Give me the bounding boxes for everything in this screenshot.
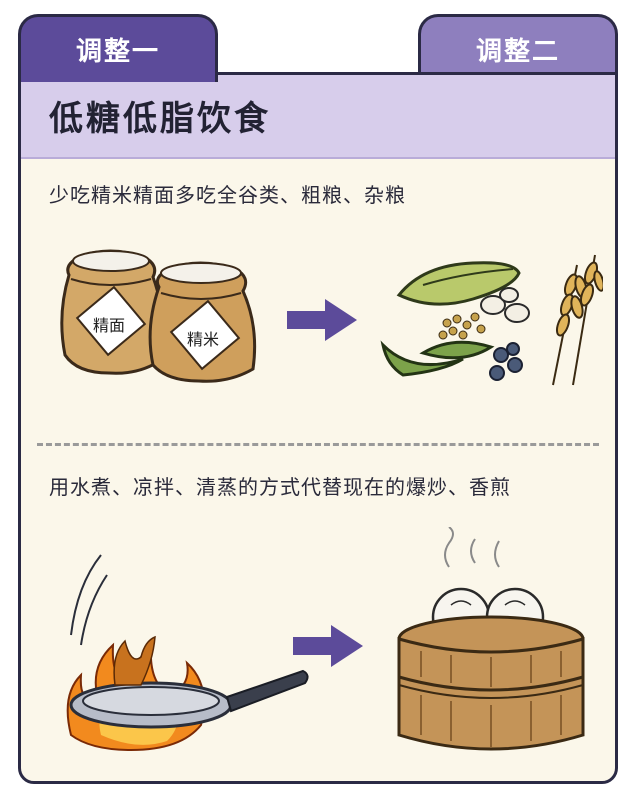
tab-label: 调整二	[475, 37, 560, 67]
tip-text: 用水煮、凉拌、清蒸的方式代替现在的爆炒、香煎	[49, 475, 511, 499]
content-card: 低糖低脂饮食 少吃精米精面多吃全谷类、粗粮、杂粮 精面 精米	[18, 72, 618, 784]
sack-label: 精米	[187, 330, 219, 349]
page-title: 低糖低脂饮食	[49, 99, 271, 139]
arrow-right-icon	[287, 299, 357, 341]
arrow-right-icon	[293, 625, 363, 667]
section-divider	[37, 443, 599, 446]
tip-text: 少吃精米精面多吃全谷类、粗粮、杂粮	[49, 183, 406, 207]
title-band	[21, 75, 615, 159]
tab-adjustment-2[interactable]: 调整二	[418, 14, 618, 82]
tab-adjustment-1[interactable]: 调整一	[18, 14, 218, 82]
sack-label: 精面	[93, 316, 125, 335]
tab-label: 调整一	[75, 37, 160, 67]
whole-grains-beans-icon	[380, 254, 603, 386]
flour-rice-sacks-icon: 精面 精米	[60, 249, 257, 383]
frying-pan-fire-icon	[66, 554, 309, 752]
bamboo-steamer-buns-icon	[397, 527, 585, 751]
